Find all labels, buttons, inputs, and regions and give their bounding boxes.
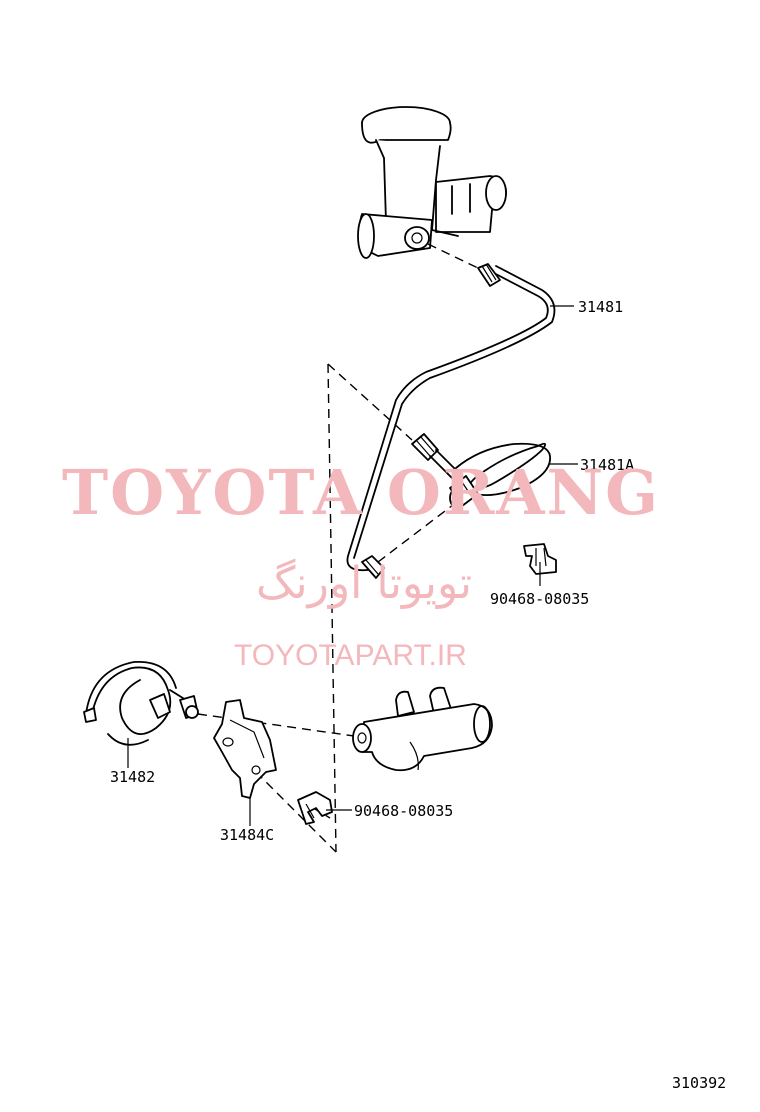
watermark-main: TOYOTA ORANG bbox=[62, 456, 660, 529]
figure-code: 310392 bbox=[672, 1074, 726, 1092]
label-31482: 31482 bbox=[110, 768, 155, 786]
watermark-persian: تویوتا اورنگ bbox=[256, 558, 472, 609]
master-cylinder bbox=[357, 106, 507, 259]
hose-31482 bbox=[83, 661, 199, 746]
clutch-line-31481 bbox=[346, 263, 556, 579]
label-leaders bbox=[127, 305, 578, 826]
flexible-hose-31481a bbox=[411, 433, 551, 508]
dashed-leaders bbox=[197, 243, 483, 853]
clip-upper bbox=[523, 543, 557, 575]
label-clip-upper: 90468-08035 bbox=[490, 590, 589, 608]
label-clip-lower: 90468-08035 bbox=[354, 802, 453, 820]
label-31481: 31481 bbox=[578, 298, 623, 316]
bracket-31484c bbox=[213, 699, 277, 799]
watermark-url: TOYOTAPART.IR bbox=[234, 639, 467, 672]
clip-lower bbox=[297, 791, 333, 825]
label-31484c: 31484C bbox=[220, 826, 274, 844]
release-cylinder bbox=[352, 686, 493, 772]
label-31481a: 31481A bbox=[580, 456, 634, 474]
